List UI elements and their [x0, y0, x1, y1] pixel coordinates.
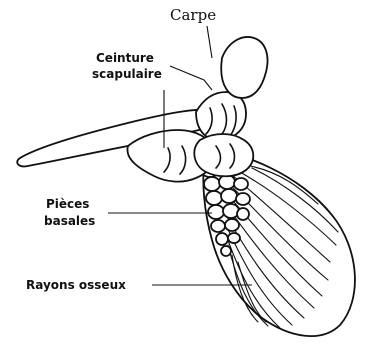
carpe-leader — [207, 26, 212, 58]
carpe-bone — [221, 37, 267, 98]
ceinture-leader — [170, 66, 212, 90]
label-rayons: Rayons osseux — [26, 278, 126, 292]
carpal-lower — [194, 134, 253, 176]
label-pieces-line1: Pièces — [46, 197, 89, 211]
label-ceinture-line1: Ceinture — [96, 51, 154, 65]
scapula-upper — [196, 92, 246, 140]
label-carpe: Carpe — [170, 6, 216, 24]
label-ceinture-line2: scapulaire — [92, 67, 162, 81]
label-pieces-line2: basales — [44, 214, 95, 228]
